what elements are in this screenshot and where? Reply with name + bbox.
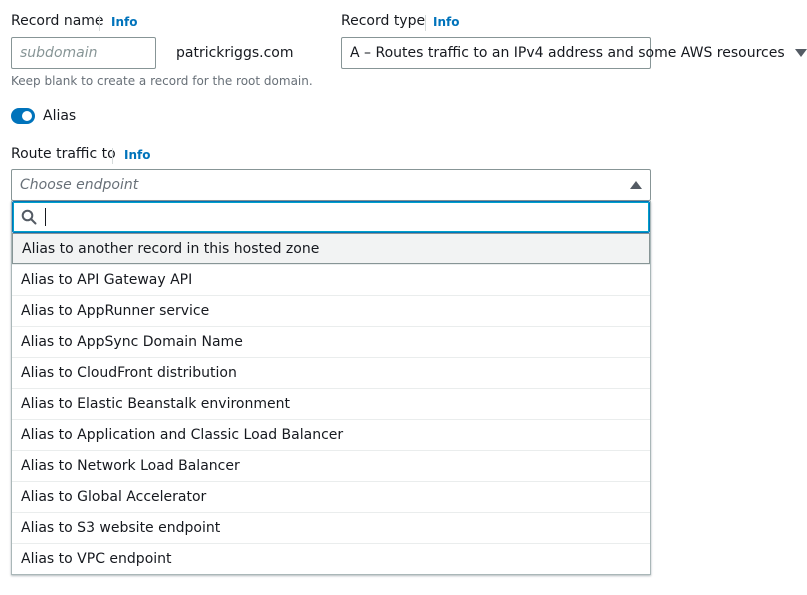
endpoint-option[interactable]: Alias to another record in this hosted z… [12, 233, 650, 264]
divider [99, 15, 100, 31]
endpoint-option[interactable]: Alias to AppSync Domain Name [12, 326, 650, 357]
toggle-knob [22, 111, 32, 121]
endpoint-option[interactable]: Alias to Application and Classic Load Ba… [12, 419, 650, 450]
endpoint-option[interactable]: Alias to Elastic Beanstalk environment [12, 388, 650, 419]
route-traffic-dropdown[interactable]: Choose endpoint [11, 169, 651, 201]
endpoint-option[interactable]: Alias to VPC endpoint [12, 543, 650, 574]
record-name-label: Record name [11, 13, 104, 29]
alias-toggle[interactable] [11, 108, 35, 124]
endpoint-options-list: Alias to another record in this hosted z… [12, 233, 650, 574]
caret-up-icon [630, 181, 642, 189]
record-type-label: Record type [341, 13, 426, 29]
record-name-info-link[interactable]: Info [111, 15, 138, 29]
endpoint-options-panel: Alias to another record in this hosted z… [11, 201, 651, 575]
route-traffic-info-link[interactable]: Info [124, 148, 151, 162]
domain-suffix: patrickriggs.com [176, 45, 294, 61]
endpoint-search-input[interactable] [12, 201, 650, 233]
record-type-select[interactable]: A – Routes traffic to an IPv4 address an… [341, 37, 807, 69]
endpoint-option[interactable]: Alias to Global Accelerator [12, 481, 650, 512]
alias-label: Alias [43, 108, 77, 124]
caret-down-icon [794, 49, 807, 57]
divider [112, 148, 113, 164]
endpoint-option[interactable]: Alias to CloudFront distribution [12, 357, 650, 388]
route-traffic-label: Route traffic to [11, 146, 116, 162]
route-traffic-placeholder: Choose endpoint [20, 177, 139, 193]
endpoint-option[interactable]: Alias to API Gateway API [12, 264, 650, 295]
endpoint-option[interactable]: Alias to AppRunner service [12, 295, 650, 326]
record-type-value: A – Routes traffic to an IPv4 address an… [350, 45, 785, 61]
divider [425, 15, 426, 31]
search-icon [21, 209, 37, 225]
record-type-info-link[interactable]: Info [433, 15, 460, 29]
record-name-hint: Keep blank to create a record for the ro… [11, 74, 313, 88]
text-cursor [45, 208, 46, 226]
record-name-input[interactable] [11, 37, 156, 69]
endpoint-option[interactable]: Alias to Network Load Balancer [12, 450, 650, 481]
endpoint-option[interactable]: Alias to S3 website endpoint [12, 512, 650, 543]
